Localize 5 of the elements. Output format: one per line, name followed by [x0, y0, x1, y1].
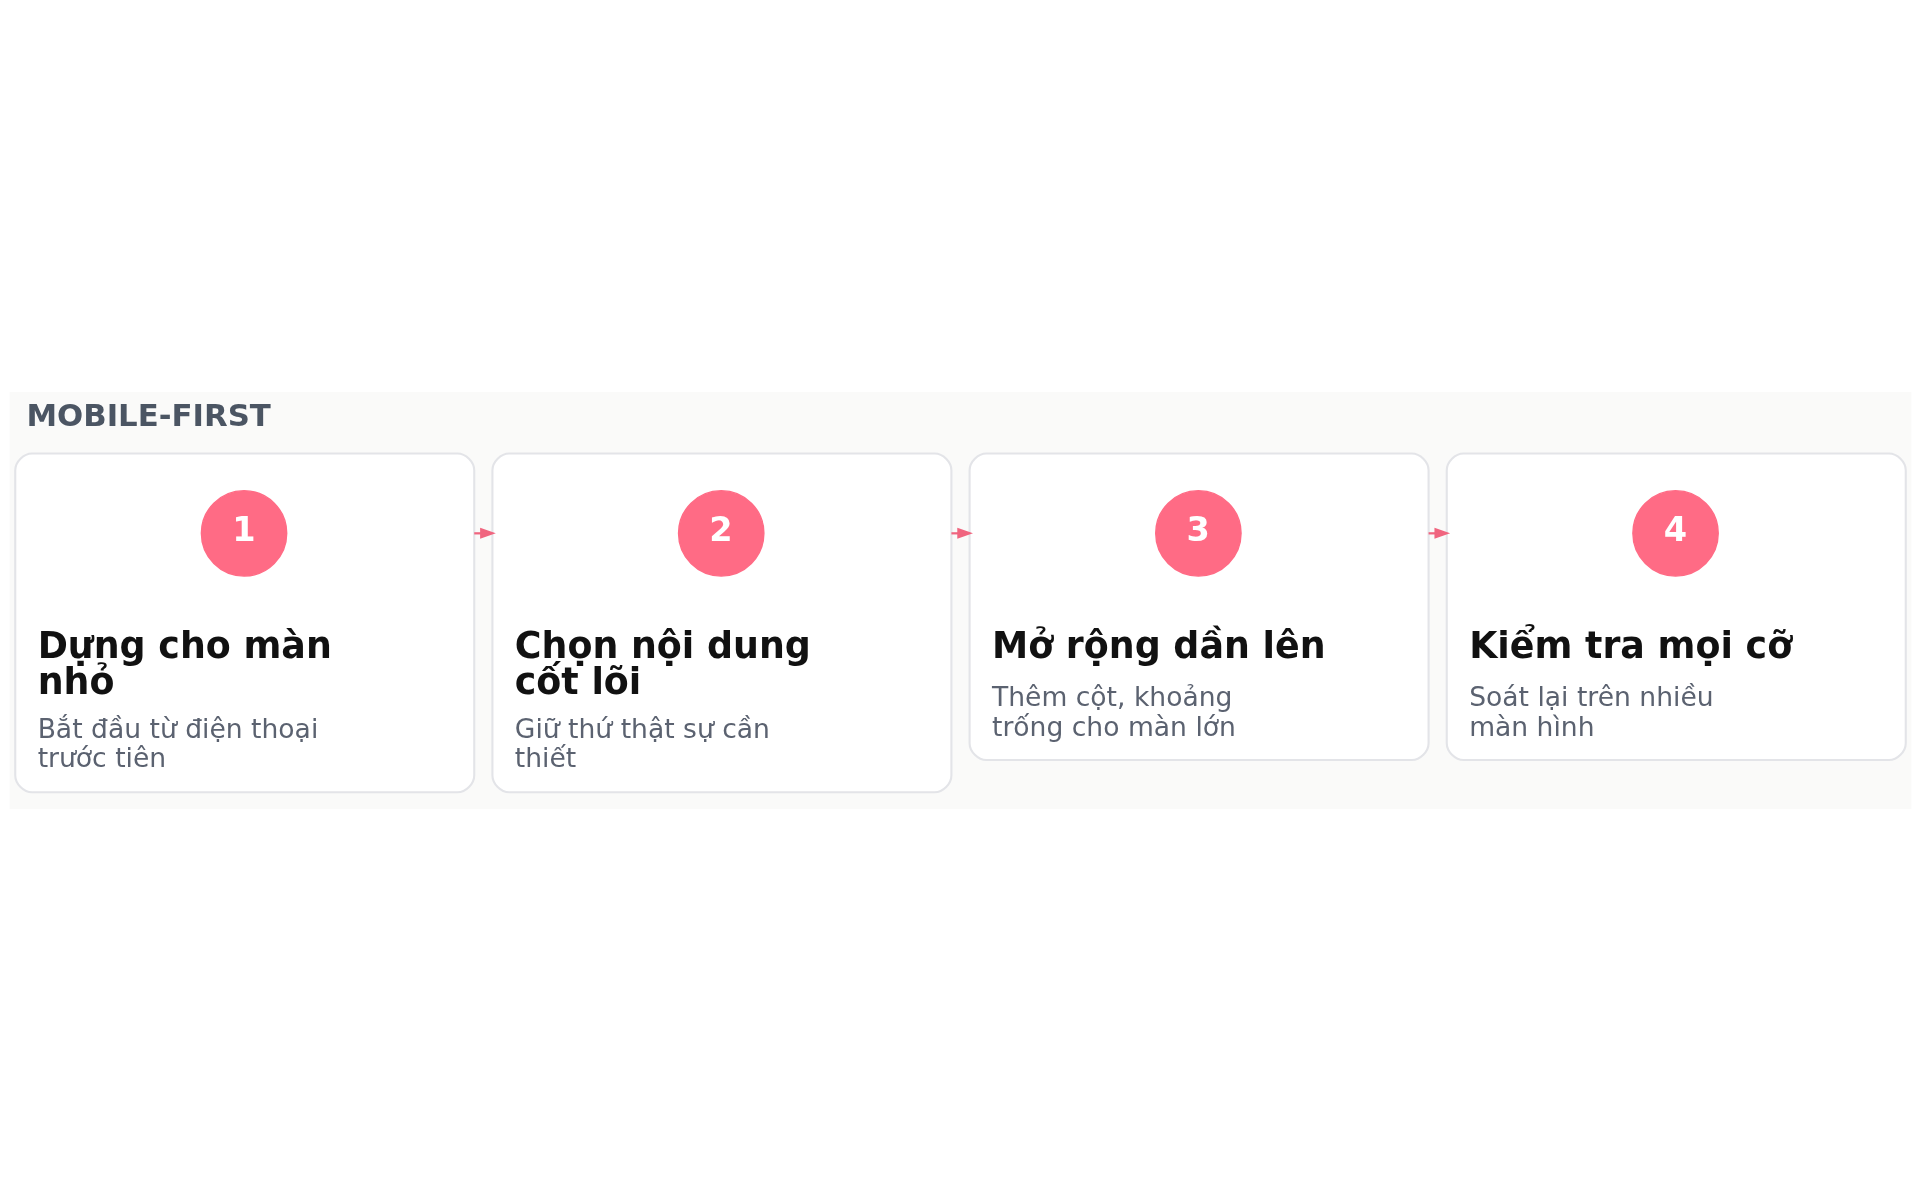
diagram-title: MOBILE-FIRST: [25, 396, 271, 433]
node-circle: 1: [200, 489, 287, 577]
node-circle: 4: [1631, 489, 1719, 577]
node-circle: 2: [677, 489, 765, 577]
node-circle: 3: [1154, 489, 1242, 577]
